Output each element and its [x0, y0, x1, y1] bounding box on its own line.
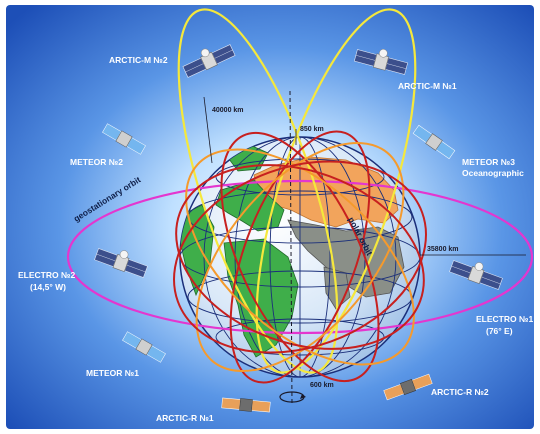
- satellite-meteor3: METEOR №3 Oceanographic: [412, 124, 524, 178]
- svg-text:(14,5° W): (14,5° W): [30, 282, 66, 292]
- polar-orbits: [173, 130, 427, 384]
- satellite-electro1: ELECTRO №1 (76° E): [448, 253, 533, 336]
- satellite-electro2: ELECTRO №2 (14,5° W): [18, 241, 151, 292]
- distance-geo: 35800 km: [427, 246, 459, 253]
- diagram-svg: geostationary orbit polar orbit 40000 km…: [6, 5, 534, 429]
- svg-text:METEOR №3: METEOR №3: [462, 157, 515, 167]
- svg-text:ELECTRO №1: ELECTRO №1: [476, 314, 533, 324]
- satellite-arctic-r2: ARCTIC-R №2: [383, 372, 489, 402]
- satellite-orbit-diagram: geostationary orbit polar orbit 40000 km…: [6, 5, 534, 429]
- svg-text:Oceanographic: Oceanographic: [462, 168, 524, 178]
- satellite-arctic-m2: ARCTIC-M №2: [109, 37, 236, 79]
- earth-axis: [279, 90, 306, 406]
- satellite-meteor1: METEOR №1: [86, 330, 167, 378]
- svg-text:ARCTIC-M №2: ARCTIC-M №2: [109, 55, 168, 65]
- distance-high: 40000 km: [212, 107, 244, 114]
- satellite-meteor2: METEOR №2: [70, 122, 147, 167]
- geostationary-orbit: [66, 179, 534, 335]
- svg-text:METEOR №2: METEOR №2: [70, 157, 123, 167]
- svg-text:ELECTRO №2: ELECTRO №2: [18, 270, 75, 280]
- svg-text:(76° E): (76° E): [486, 326, 513, 336]
- distance-low-top: 850 km: [300, 126, 324, 133]
- distance-low-bottom: 600 km: [310, 382, 334, 389]
- satellite-arctic-r1: ARCTIC-R №1: [156, 396, 271, 423]
- svg-text:METEOR №1: METEOR №1: [86, 368, 139, 378]
- satellite-arctic-m1: ARCTIC-M №1: [353, 42, 457, 91]
- svg-text:ARCTIC-M №1: ARCTIC-M №1: [398, 81, 457, 91]
- distance-markers: 40000 km 850 km 35800 km 600 km: [203, 96, 526, 389]
- svg-text:ARCTIC-R №1: ARCTIC-R №1: [156, 413, 214, 423]
- svg-text:ARCTIC-R №2: ARCTIC-R №2: [431, 387, 489, 397]
